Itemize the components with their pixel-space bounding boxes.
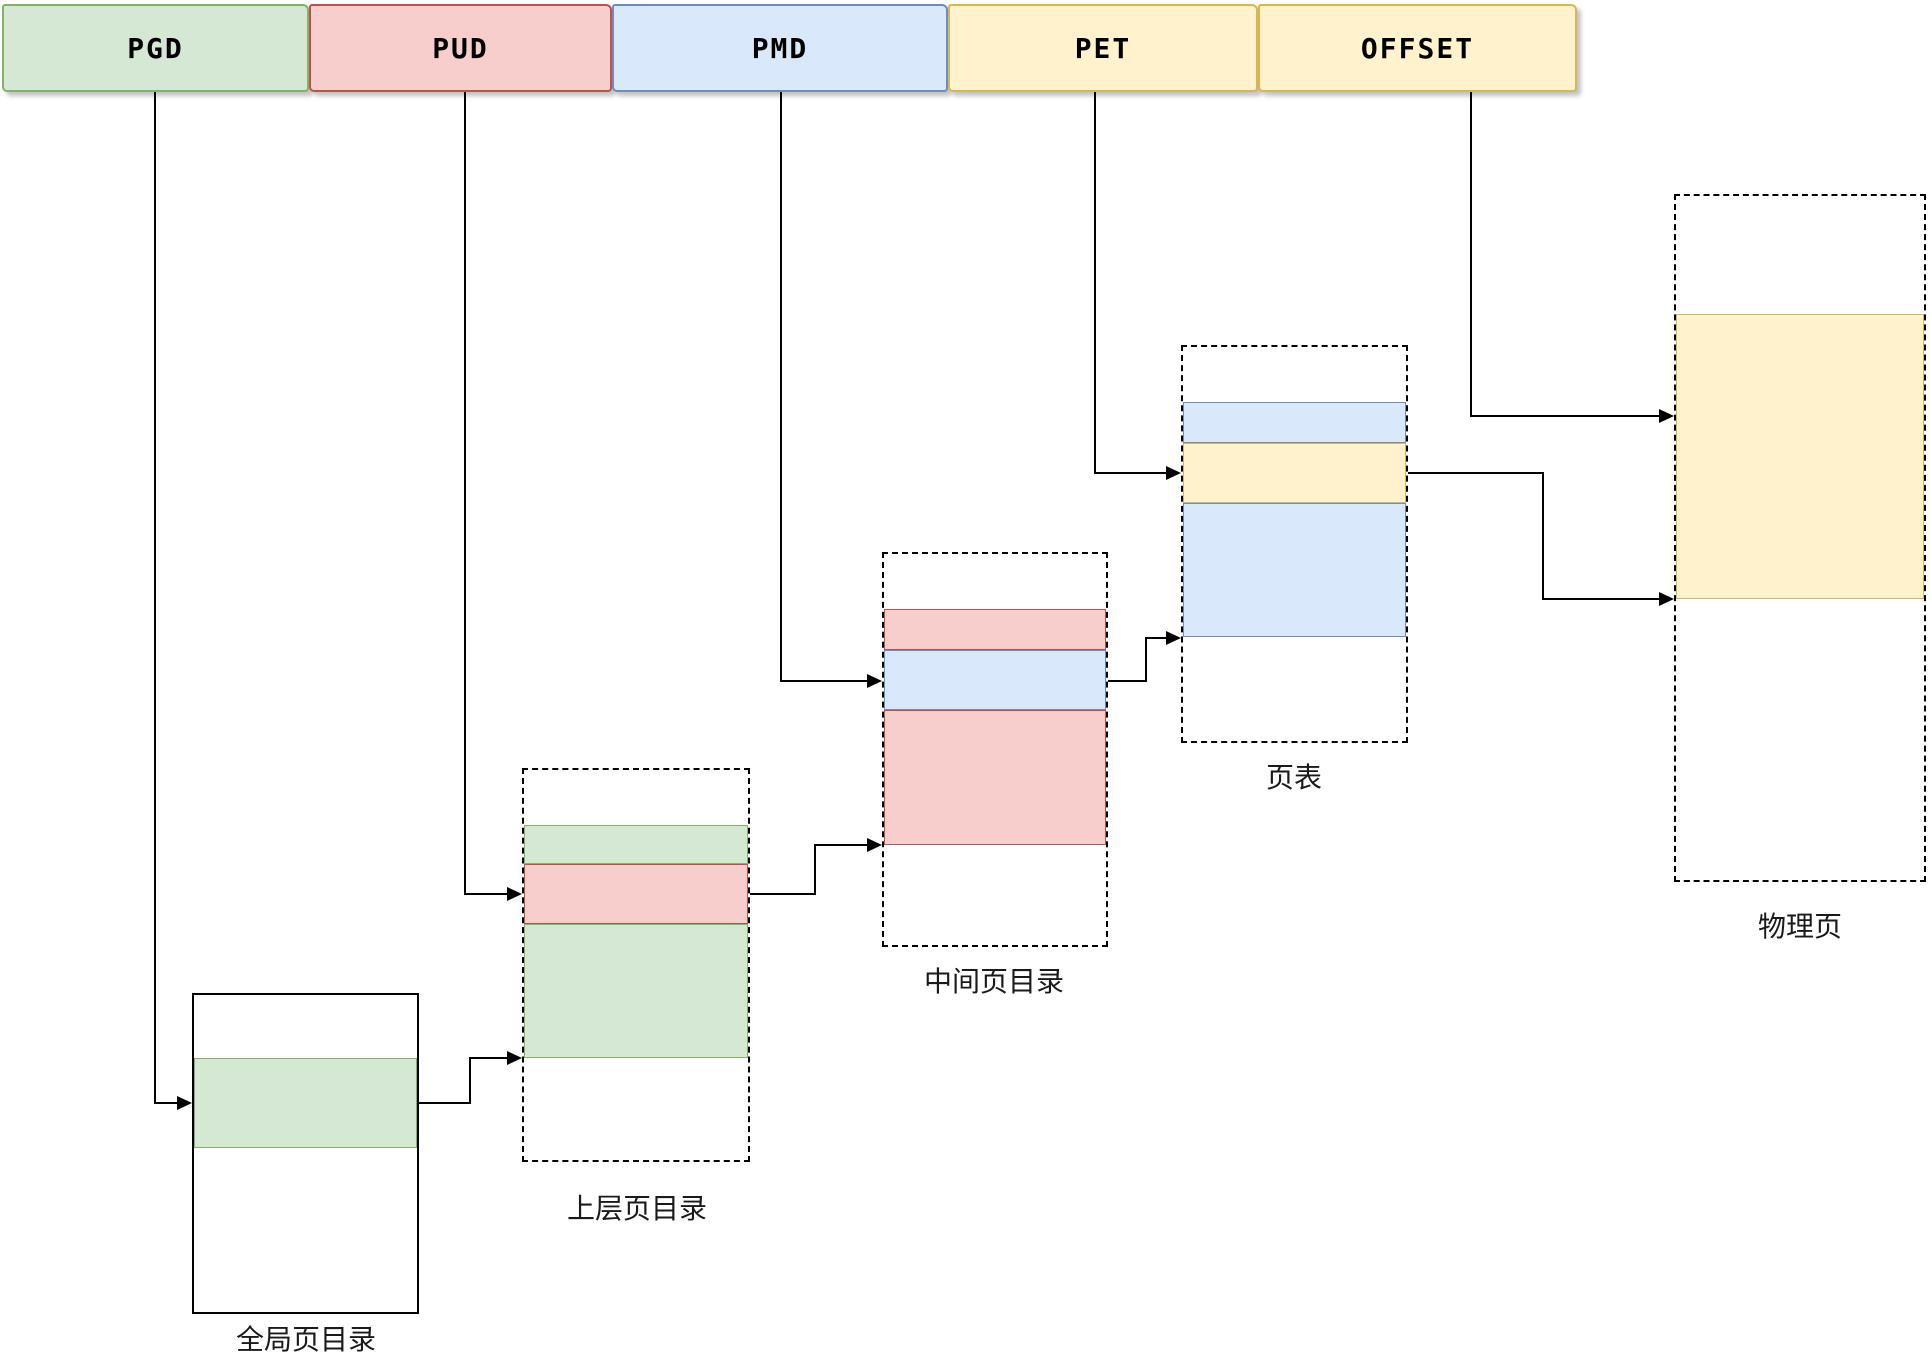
address-segment-pmd: PMD xyxy=(612,4,948,92)
line-segment xyxy=(814,844,816,895)
entry-block-green-large xyxy=(524,924,748,1058)
entry-row-highlight-blue xyxy=(884,650,1106,710)
table-page-table xyxy=(1181,345,1408,743)
page-area-empty xyxy=(1676,599,1924,880)
table-upper-page-directory xyxy=(522,768,750,1162)
entry-block-blue-large xyxy=(1183,503,1406,637)
line-segment xyxy=(780,680,867,682)
arrowhead-right xyxy=(177,1096,192,1110)
line-segment xyxy=(469,1057,471,1104)
segment-label-pet: PET xyxy=(1074,31,1132,65)
entry-row-highlight-yellow xyxy=(1183,443,1406,503)
table-global-page-directory xyxy=(192,993,419,1314)
label-physical-page: 物理页 xyxy=(1757,911,1843,942)
line-segment xyxy=(1470,92,1472,417)
arrowhead-right xyxy=(1166,631,1181,645)
arrowhead-right xyxy=(507,1051,522,1065)
entry-row-highlight-green xyxy=(194,1058,417,1148)
segment-label-pgd: PGD xyxy=(127,31,184,65)
arrowhead-right xyxy=(507,887,522,901)
line-segment xyxy=(780,92,782,682)
entry-row-empty xyxy=(524,770,748,825)
table-middle-page-directory xyxy=(882,552,1108,947)
address-segment-pud: PUD xyxy=(309,4,612,92)
entry-row-empty xyxy=(1183,347,1406,402)
entry-row-blue xyxy=(1183,402,1406,443)
line-segment xyxy=(154,92,156,1104)
line-segment xyxy=(1094,92,1096,474)
entry-row-highlight-red xyxy=(524,864,748,924)
line-segment xyxy=(814,844,867,846)
entry-row-red xyxy=(884,609,1106,650)
entry-row-empty xyxy=(884,554,1106,609)
segment-label-pmd: PMD xyxy=(751,31,809,65)
label-global-page-directory: 全局页目录 xyxy=(235,1324,377,1353)
page-area-empty xyxy=(1676,196,1924,314)
label-page-table: 页表 xyxy=(1265,762,1323,793)
arrowhead-right xyxy=(1166,466,1181,480)
entry-row-green xyxy=(524,825,748,864)
line-segment xyxy=(1470,415,1659,417)
page-frame-yellow xyxy=(1676,314,1924,599)
entry-row-empty xyxy=(524,1058,748,1160)
line-segment xyxy=(154,1102,178,1104)
line-segment xyxy=(1145,637,1147,682)
entry-row-empty xyxy=(884,845,1106,945)
entry-row-empty xyxy=(194,995,417,1058)
arrowhead-right xyxy=(867,838,882,852)
label-upper-page-directory: 上层页目录 xyxy=(566,1193,708,1224)
line-segment xyxy=(469,1057,507,1059)
line-segment xyxy=(464,92,466,895)
line-segment xyxy=(750,893,816,895)
arrowhead-right xyxy=(1659,592,1674,606)
entry-block-red-large xyxy=(884,710,1106,845)
label-middle-page-directory: 中间页目录 xyxy=(923,966,1065,997)
arrowhead-right xyxy=(867,674,882,688)
arrowhead-right xyxy=(1659,409,1674,423)
segment-label-pud: PUD xyxy=(432,31,489,65)
address-segment-offset: OFFSET xyxy=(1258,4,1577,92)
table-physical-page xyxy=(1674,194,1926,882)
address-segment-pgd: PGD xyxy=(2,4,309,92)
address-segment-pet: PET xyxy=(948,4,1258,92)
segment-label-offset: OFFSET xyxy=(1360,31,1475,65)
line-segment xyxy=(419,1102,471,1104)
entry-row-empty xyxy=(1183,637,1406,741)
line-segment xyxy=(1108,680,1147,682)
line-segment xyxy=(1145,637,1166,639)
line-segment xyxy=(1542,472,1544,600)
line-segment xyxy=(464,893,507,895)
line-segment xyxy=(1094,472,1166,474)
line-segment xyxy=(1408,472,1544,474)
line-segment xyxy=(1542,598,1659,600)
entry-row-empty xyxy=(194,1148,417,1312)
